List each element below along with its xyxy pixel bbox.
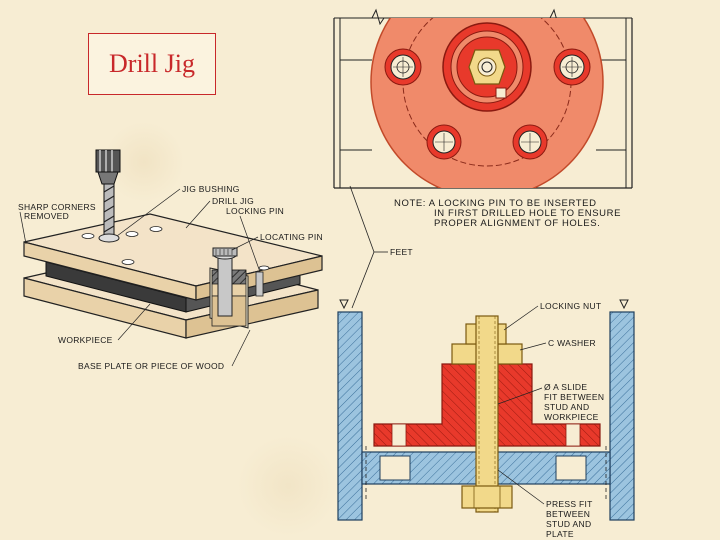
svg-text:LOCKING PIN: LOCKING PIN xyxy=(226,206,284,216)
svg-text:PRESS FIT: PRESS FIT xyxy=(546,499,593,509)
svg-text:WORKPIECE: WORKPIECE xyxy=(58,335,113,345)
feet-callout: FEET xyxy=(349,185,413,309)
svg-text:IN FIRST DRILLED HOLE TO ENSUR: IN FIRST DRILLED HOLE TO ENSURE xyxy=(434,208,621,219)
drilled-hole xyxy=(384,48,422,86)
section-labels: LOCKING NUT C WASHER Ø A SLIDE FIT BETWE… xyxy=(497,301,604,539)
svg-text:PROPER ALIGNMENT OF HOLES.: PROPER ALIGNMENT OF HOLES. xyxy=(434,218,600,229)
top-view xyxy=(333,8,633,189)
left-leg xyxy=(337,311,363,521)
svg-text:FEET: FEET xyxy=(390,247,413,257)
locating-pin xyxy=(217,253,233,317)
svg-text:NOTE: A LOCKING PIN TO BE INS: NOTE: A LOCKING PIN TO BE INSERTED xyxy=(394,198,597,209)
slide-title: Drill Jig xyxy=(109,49,195,78)
svg-text:PLATE: PLATE xyxy=(546,529,574,539)
isometric-jig xyxy=(23,149,323,339)
svg-text:C WASHER: C WASHER xyxy=(548,338,596,348)
svg-text:DRILL JIG: DRILL JIG xyxy=(212,196,254,206)
note-text: NOTE: A LOCKING PIN TO BE INSERTED IN FI… xyxy=(394,198,621,229)
title-box: Drill Jig xyxy=(88,33,216,95)
svg-text:BASE PLATE OR PIECE OF WOOD: BASE PLATE OR PIECE OF WOOD xyxy=(78,361,224,371)
drilled-hole xyxy=(426,124,462,160)
svg-text:STUD AND: STUD AND xyxy=(544,402,589,412)
svg-text:FIT BETWEEN: FIT BETWEEN xyxy=(544,392,604,402)
drilled-hole xyxy=(512,124,548,160)
drilled-hole xyxy=(553,48,591,86)
svg-text:SHARP CORNERS: SHARP CORNERS xyxy=(18,202,96,212)
svg-text:STUD AND: STUD AND xyxy=(546,519,591,529)
svg-text:REMOVED: REMOVED xyxy=(24,211,69,221)
stud xyxy=(475,315,499,513)
section-view xyxy=(337,299,635,521)
svg-text:LOCKING NUT: LOCKING NUT xyxy=(540,301,601,311)
svg-text:JIG BUSHING: JIG BUSHING xyxy=(182,184,240,194)
svg-text:Ø A SLIDE: Ø A SLIDE xyxy=(544,382,587,392)
svg-text:BETWEEN: BETWEEN xyxy=(546,509,590,519)
jig-bushing xyxy=(98,233,120,243)
right-leg xyxy=(609,311,635,521)
svg-text:WORKPIECE: WORKPIECE xyxy=(544,412,599,422)
svg-text:LOCATING PIN: LOCATING PIN xyxy=(260,232,323,242)
isometric-labels: JIG BUSHING DRILL JIG LOCKING PIN SHARP … xyxy=(18,184,323,371)
